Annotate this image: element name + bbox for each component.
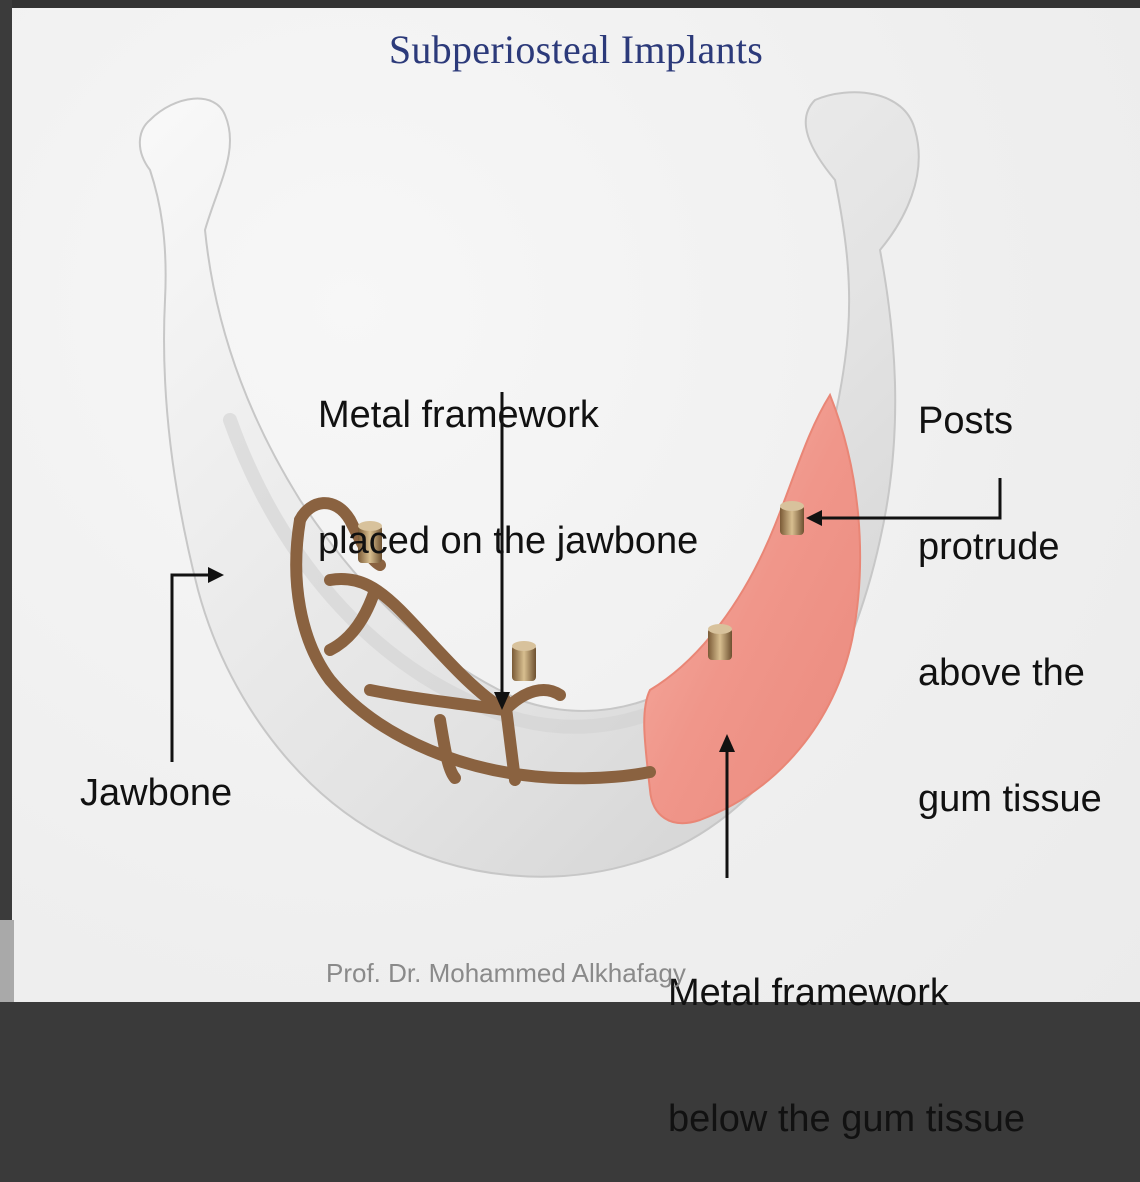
- label-line: gum tissue: [918, 778, 1102, 820]
- implant-post: [708, 624, 732, 660]
- label-jawbone: Jawbone: [80, 772, 232, 814]
- label-posts-protrude: Posts protrude above the gum tissue: [918, 316, 1102, 862]
- label-line: below the gum tissue: [668, 1098, 1025, 1140]
- implant-post: [780, 501, 804, 535]
- label-framework-on-jawbone: Metal framework placed on the jawbone: [318, 310, 698, 604]
- implant-post: [512, 641, 536, 681]
- label-line: Posts: [918, 400, 1102, 442]
- label-line: placed on the jawbone: [318, 520, 698, 562]
- label-framework-below-gum: Metal framework below the gum tissue: [668, 888, 1025, 1182]
- label-line: Metal framework: [318, 394, 698, 436]
- author-credit: Prof. Dr. Mohammed Alkhafagy: [326, 958, 686, 989]
- label-line: Metal framework: [668, 972, 1025, 1014]
- label-line: protrude: [918, 526, 1102, 568]
- label-line: above the: [918, 652, 1102, 694]
